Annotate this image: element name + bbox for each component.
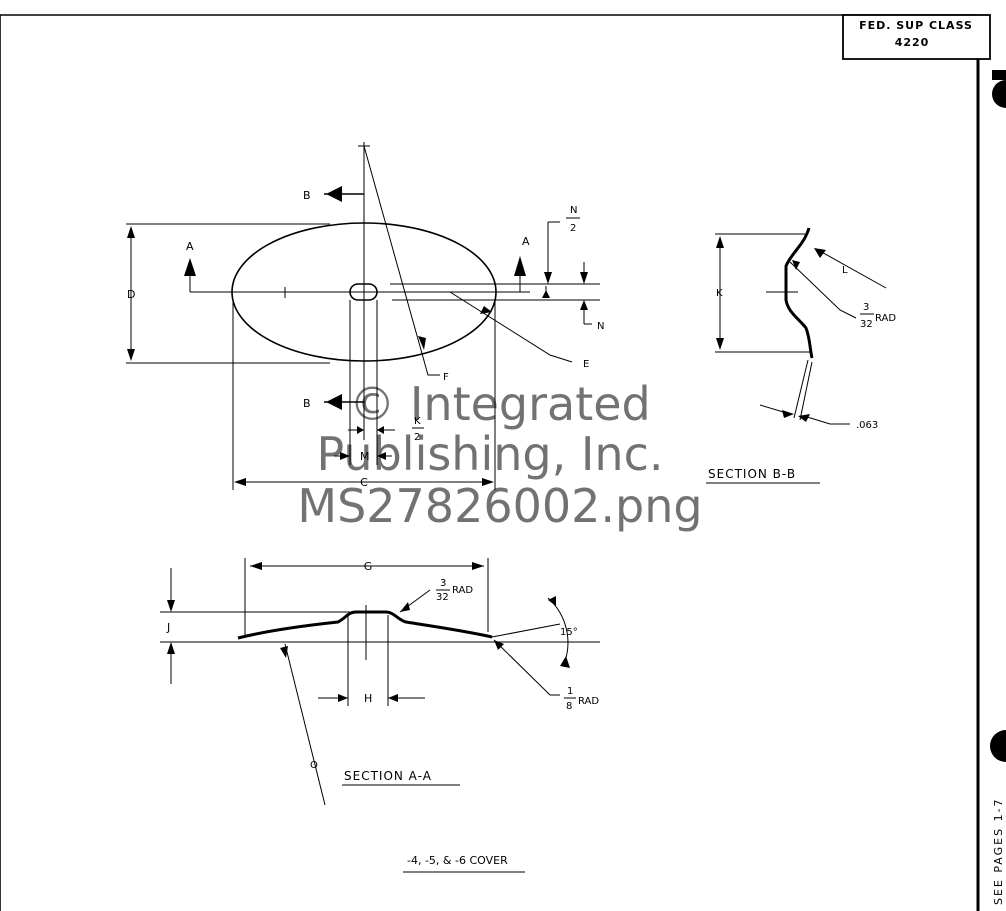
dim-n-label: N bbox=[597, 321, 604, 332]
section-aa: G J H O 3 32 RAD 15° 1 8 RAD bbox=[160, 558, 600, 806]
section-b-bottom-label: B bbox=[303, 397, 311, 410]
section-aa-profile bbox=[237, 610, 493, 640]
section-aa-rad1-num: 3 bbox=[440, 578, 446, 589]
section-aa-dim-g: G bbox=[364, 560, 373, 573]
label-e: E bbox=[583, 359, 589, 370]
section-bb-rad-num: 3 bbox=[863, 302, 869, 313]
section-arrow-icon bbox=[326, 186, 342, 202]
watermark: © Integrated Publishing, Inc. MS27826002… bbox=[297, 377, 702, 533]
section-a-right-label: A bbox=[522, 235, 530, 248]
dim-k-half-den: 2 bbox=[414, 432, 420, 443]
section-bb: K L 3 32 RAD .063 SECTION B-B bbox=[706, 227, 896, 484]
section-arrow-icon bbox=[184, 258, 196, 276]
dim-n-half-num: N bbox=[570, 205, 577, 216]
section-aa-label-o: O bbox=[310, 760, 318, 771]
section-arrow-icon bbox=[326, 394, 342, 410]
section-aa-dim-j: J bbox=[166, 621, 170, 634]
watermark-line1: © Integrated bbox=[349, 377, 651, 431]
section-b-top-label: B bbox=[303, 189, 311, 202]
dim-m-label: M bbox=[360, 450, 370, 463]
section-a-left-label: A bbox=[186, 240, 194, 253]
section-bb-rad-den: 32 bbox=[860, 319, 873, 330]
binding-hole-marks bbox=[990, 70, 1006, 762]
label-f: F bbox=[443, 372, 449, 383]
watermark-line3: MS27826002.png bbox=[297, 479, 702, 533]
fed-sup-class-line1: FED. SUP CLASS bbox=[859, 19, 973, 32]
cover-label: -4, -5, & -6 COVER bbox=[407, 854, 508, 867]
page-border bbox=[0, 14, 980, 911]
section-aa-dim-h: H bbox=[364, 692, 372, 705]
section-bb-dim-k: K bbox=[716, 288, 723, 299]
section-aa-rad2-den: 8 bbox=[566, 701, 572, 712]
section-aa-rad2-label: RAD bbox=[578, 696, 599, 707]
section-aa-rad1-den: 32 bbox=[436, 592, 449, 603]
cover-label-group: -4, -5, & -6 COVER bbox=[403, 854, 525, 873]
section-aa-title: SECTION A-A bbox=[344, 769, 432, 783]
dim-d-label: D bbox=[127, 288, 135, 301]
section-bb-dim-l: L bbox=[842, 265, 848, 276]
dim-c-label: C bbox=[360, 476, 368, 489]
side-note: SEE PAGES 1-7 bbox=[992, 797, 1005, 905]
fed-sup-class-line2: 4220 bbox=[895, 36, 930, 49]
section-bb-rad-label: RAD bbox=[875, 313, 896, 324]
watermark-line2: Publishing, Inc. bbox=[317, 427, 664, 481]
section-bb-title: SECTION B-B bbox=[708, 467, 796, 481]
plan-view: B B A A D C M K bbox=[126, 142, 604, 490]
dim-k-half-num: K bbox=[414, 416, 421, 427]
section-aa-angle: 15° bbox=[560, 627, 578, 638]
dim-n-half-den: 2 bbox=[570, 223, 576, 234]
section-aa-rad2-num: 1 bbox=[567, 686, 573, 697]
fed-sup-class-box: FED. SUP CLASS 4220 bbox=[842, 14, 991, 60]
section-bb-thickness: .063 bbox=[856, 420, 878, 431]
section-aa-rad1-label: RAD bbox=[452, 585, 473, 596]
section-arrow-icon bbox=[514, 256, 526, 276]
section-bb-profile bbox=[784, 227, 814, 359]
